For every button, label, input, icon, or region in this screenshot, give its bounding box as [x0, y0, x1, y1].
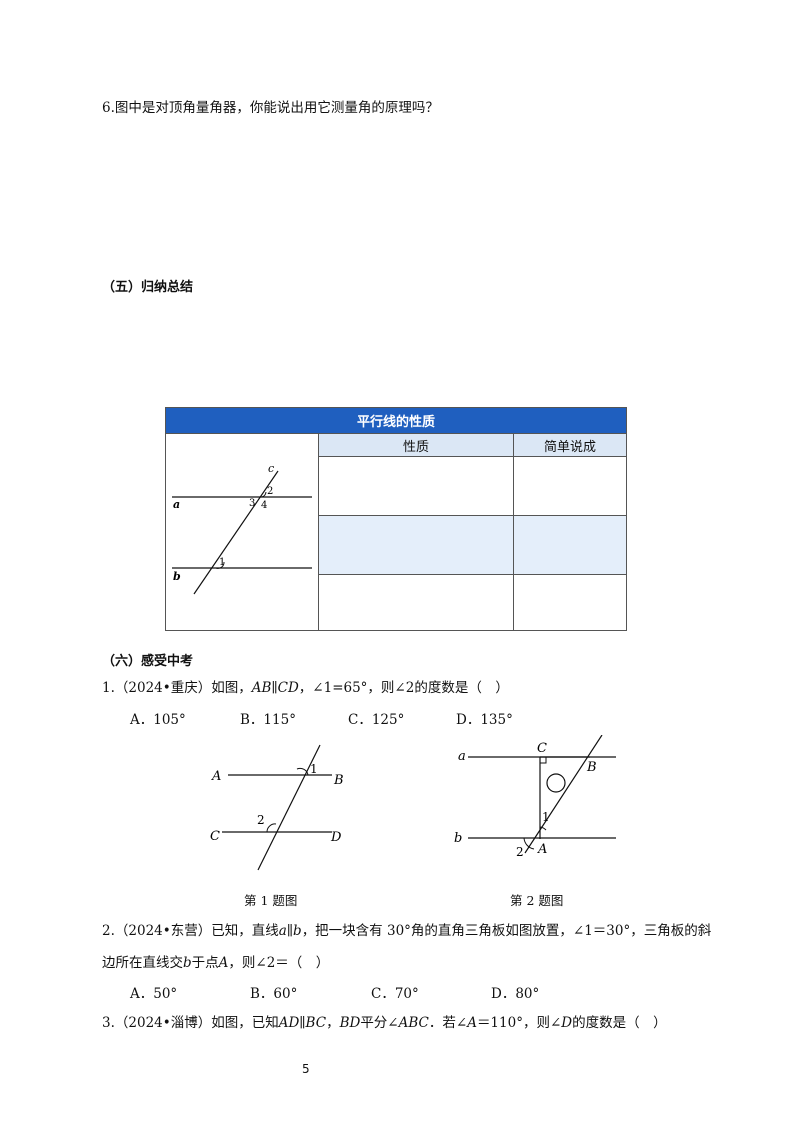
column-header-property: 性质	[318, 433, 513, 456]
figure-2: a b C B A 1 2	[454, 735, 616, 859]
table-cell-r3c1[interactable]	[318, 574, 513, 630]
section-6-title: （六）感受中考	[102, 654, 194, 669]
parallel-properties-table: 平行线的性质 c a b 1 2 3 4 性质 简单说成	[165, 407, 627, 631]
table-cell-r1c2[interactable]	[513, 456, 626, 515]
fig2-angle-2: 2	[516, 845, 524, 859]
table-cell-r1c1[interactable]	[318, 456, 513, 515]
problem-1-option-d[interactable]: D．135°	[456, 712, 513, 728]
fig2-label-a: a	[458, 749, 466, 764]
fig1-label-a: A	[211, 769, 221, 784]
problem-2-option-b[interactable]: B．60°	[250, 986, 298, 1002]
parallel-lines-figure: c a b 1 2 3 4	[172, 462, 312, 595]
problem-2-option-a[interactable]: A．50°	[130, 986, 178, 1002]
transversal	[257, 744, 321, 871]
label-a: a	[173, 498, 180, 511]
figure-2-caption: 第 2 题图	[510, 893, 564, 908]
problem-2-line-1: 2.（2024•东营）已知，直线a∥b，把一块含有 30°角的直角三角板如图放置…	[102, 923, 712, 939]
problem-1-option-c[interactable]: C．125°	[348, 712, 405, 728]
fig1-label-c: C	[210, 829, 220, 844]
fig1-angle-1: 1	[310, 762, 318, 776]
angle-3-label: 3	[249, 498, 255, 509]
fig2-label-a-vertex: A	[537, 842, 547, 857]
figure-1-caption: 第 1 题图	[244, 893, 298, 908]
table-title: 平行线的性质	[166, 408, 626, 433]
problem-2-option-c[interactable]: C．70°	[371, 986, 419, 1002]
fig1-angle-2: 2	[257, 813, 265, 827]
fig2-angle-1: 1	[542, 810, 550, 824]
column-header-short: 简单说成	[513, 433, 626, 456]
fig2-label-c: C	[537, 741, 547, 756]
label-b: b	[173, 570, 181, 583]
fig1-label-b: B	[333, 773, 344, 788]
question-6-text: 图中是对顶角量角器，你能说出用它测量角的原理吗？	[114, 100, 439, 116]
problem-2-option-d[interactable]: D．80°	[491, 986, 540, 1002]
table-cell-r3c2[interactable]	[513, 574, 626, 630]
problem-1-number: 1.	[102, 680, 115, 696]
question-6-number: 6.	[102, 100, 115, 116]
problem-3-number: 3.	[102, 1015, 115, 1031]
fig2-label-b: b	[454, 831, 462, 846]
angle-4-label: 4	[261, 500, 267, 511]
fig1-label-d: D	[330, 830, 342, 845]
problem-1-option-b[interactable]: B．115°	[240, 712, 296, 728]
table-cell-r2c2[interactable]	[513, 515, 626, 574]
hypotenuse-line	[524, 735, 603, 854]
problem-3: 3.（2024•淄博）如图，已知AD∥BC，BD平分∠ABC．若∠A＝110°，…	[102, 1015, 667, 1031]
line-c	[193, 470, 279, 595]
section-5-title: （五）归纳总结	[102, 280, 194, 295]
triangle-hole	[546, 773, 566, 793]
problem-2-number: 2.	[102, 923, 115, 939]
problem-2-line-2: 边所在直线交b于点A，则∠2＝（ ）	[102, 955, 330, 971]
figure-1: A B C D 1 2	[210, 744, 344, 871]
fig2-label-b-vertex: B	[586, 760, 597, 775]
page-number: 5	[302, 1062, 310, 1076]
angle-1-label: 1	[219, 557, 225, 568]
question-6: 6.图中是对顶角量角器，你能说出用它测量角的原理吗？	[102, 98, 439, 118]
table-cell-r2c1[interactable]	[318, 515, 513, 574]
label-c: c	[268, 462, 274, 475]
table-figure-cell: c a b 1 2 3 4	[166, 433, 318, 630]
right-angle-mark	[540, 757, 547, 764]
angle-2-label: 2	[267, 486, 273, 497]
problem-1: 1.（2024•重庆）如图，AB∥CD，∠1=65°，则∠2的度数是（ ）	[102, 680, 509, 696]
problem-1-option-a[interactable]: A．105°	[130, 712, 186, 728]
